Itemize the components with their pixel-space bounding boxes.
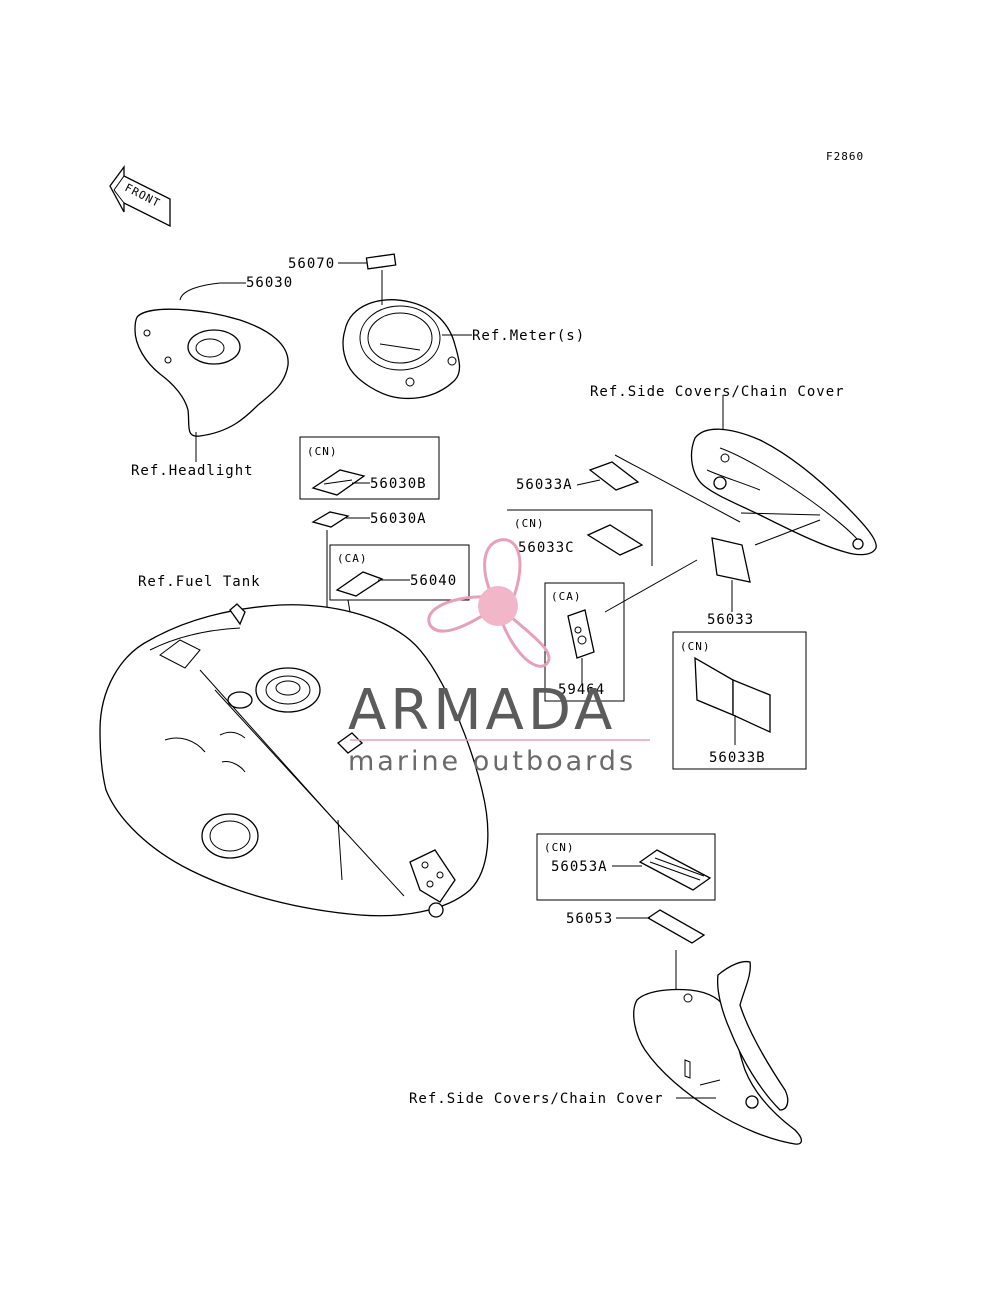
region-cn-56053A: (CN) — [544, 841, 575, 854]
headlight-cowl — [134, 282, 289, 437]
part-56030A: 56030A — [370, 511, 427, 527]
part-56053: 56053 — [566, 911, 613, 927]
part-59464: 59464 — [558, 682, 605, 698]
region-ca-59464: (CA) — [551, 590, 582, 603]
label-56033C — [586, 524, 644, 556]
label-56030A — [311, 511, 350, 528]
meter-assembly — [342, 299, 461, 400]
part-56030B: 56030B — [370, 476, 427, 492]
label-56053 — [646, 909, 706, 944]
label-56040 — [335, 571, 384, 597]
region-cn-56033C: (CN) — [514, 517, 545, 530]
part-56033A: 56033A — [516, 477, 573, 493]
region-ca-56040: (CA) — [337, 552, 368, 565]
figure-code: F2860 — [826, 150, 864, 163]
label-56033 — [711, 537, 751, 583]
ref-side-covers-top: Ref.Side Covers/Chain Cover — [590, 384, 845, 400]
part-56070: 56070 — [288, 256, 335, 272]
label-56070 — [365, 253, 397, 270]
watermark-name: ARMADA — [348, 678, 616, 743]
tank-label-spot — [336, 732, 364, 754]
label-56030B — [311, 469, 366, 496]
ref-meter: Ref.Meter(s) — [472, 328, 585, 344]
label-59464 — [567, 609, 595, 659]
watermark-tagline: marine outboards — [348, 746, 636, 777]
side-cover-top — [690, 428, 877, 556]
ref-headlight: Ref.Headlight — [131, 463, 254, 479]
side-cover-bottom — [633, 960, 803, 1145]
part-56033B: 56033B — [709, 750, 766, 766]
armada-watermark: ARMADA marine outboards — [348, 538, 650, 777]
part-56030: 56030 — [246, 275, 293, 291]
region-cn-56033B: (CN) — [680, 640, 711, 653]
label-56033B-right — [732, 679, 771, 734]
label-56033A — [588, 461, 640, 491]
region-cn-56030B: (CN) — [307, 445, 338, 458]
part-56040: 56040 — [410, 573, 457, 589]
propeller-logo-icon — [427, 538, 551, 668]
part-56053A: 56053A — [551, 859, 608, 875]
part-56033C: 56033C — [518, 540, 575, 556]
fuel-tank — [99, 603, 489, 918]
ref-fuel-tank: Ref.Fuel Tank — [138, 574, 261, 590]
part-56033: 56033 — [707, 612, 754, 628]
ref-side-covers-bottom: Ref.Side Covers/Chain Cover — [409, 1091, 664, 1107]
label-56033B-left — [694, 656, 734, 716]
front-arrow-icon: FRONT — [109, 165, 171, 228]
label-56053A — [638, 849, 712, 891]
